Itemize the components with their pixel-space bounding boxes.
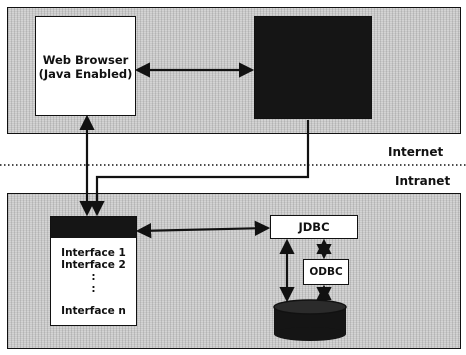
database-icon xyxy=(273,299,347,341)
odbc-label: ODBC xyxy=(309,266,343,278)
interface-ellipsis-1: : xyxy=(91,271,96,283)
web-browser-box: Web Browser (Java Enabled) xyxy=(35,16,136,116)
odbc-box: ODBC xyxy=(303,259,349,285)
jdbc-label: JDBC xyxy=(298,220,330,234)
application-server-header xyxy=(51,217,136,238)
web-server-box xyxy=(254,16,372,119)
application-server-box: Interface 1 Interface 2 : : Interface n xyxy=(50,216,137,326)
intranet-label: Intranet xyxy=(395,174,451,188)
interface-n: Interface n xyxy=(61,305,126,317)
web-browser-label: Web Browser xyxy=(42,53,129,67)
webserver-appserver-path xyxy=(89,120,310,217)
interface-ellipsis-2: : xyxy=(91,283,96,295)
appserver-jdbc-arrow xyxy=(135,220,271,239)
jdbc-box: JDBC xyxy=(270,215,358,239)
interface-1: Interface 1 xyxy=(61,247,126,259)
web-browser-sublabel: (Java Enabled) xyxy=(38,67,133,81)
interface-2: Interface 2 xyxy=(61,259,126,271)
internet-label: Internet xyxy=(388,145,444,159)
